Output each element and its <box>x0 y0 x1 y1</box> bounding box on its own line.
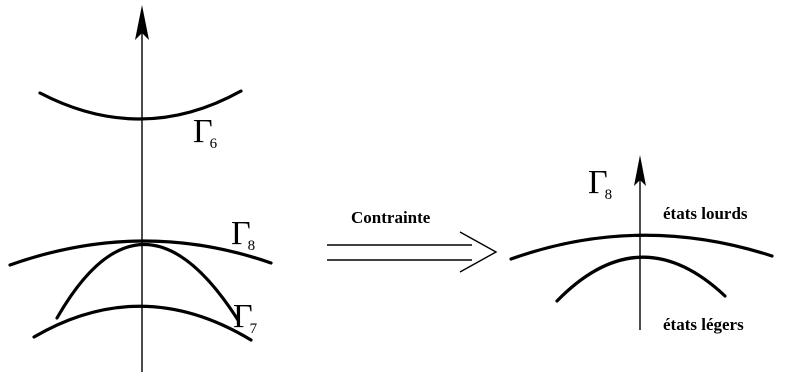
light-states-label: états légers <box>663 315 744 334</box>
gamma6-subscript: 6 <box>210 136 218 152</box>
gamma7-band-curve <box>32 304 253 342</box>
right-panel: Γ8 états lourds états légers <box>509 155 774 334</box>
contrainte-label: Contrainte <box>351 208 431 227</box>
gamma7-subscript: 7 <box>250 321 258 337</box>
gamma7-symbol: Γ <box>233 298 253 335</box>
gamma8-left-label: Γ8 <box>231 215 255 254</box>
gamma8-light-curve <box>55 242 240 322</box>
gamma6-band-curve <box>38 89 243 121</box>
gamma8-right-subscript: 8 <box>605 187 613 203</box>
gamma8-right-symbol: Γ <box>588 164 608 201</box>
transition-arrow: Contrainte <box>327 208 498 273</box>
heavy-states-curve <box>509 233 774 261</box>
right-axis-arrowhead <box>634 155 646 186</box>
double-arrow-head <box>459 231 498 273</box>
gamma8-heavy-curve <box>8 239 273 267</box>
gamma6-symbol: Γ <box>193 113 213 150</box>
left-axis-arrowhead <box>135 5 149 40</box>
light-states-curve <box>555 255 727 303</box>
gamma8-left-symbol: Γ <box>231 215 251 252</box>
gamma7-label: Γ7 <box>233 298 258 337</box>
gamma6-label: Γ6 <box>193 113 218 152</box>
gamma8-left-subscript: 8 <box>248 238 256 254</box>
gamma8-right-label: Γ8 <box>588 164 612 203</box>
left-panel: Γ6 Γ8 Γ7 <box>8 5 273 372</box>
heavy-states-label: états lourds <box>663 204 748 223</box>
